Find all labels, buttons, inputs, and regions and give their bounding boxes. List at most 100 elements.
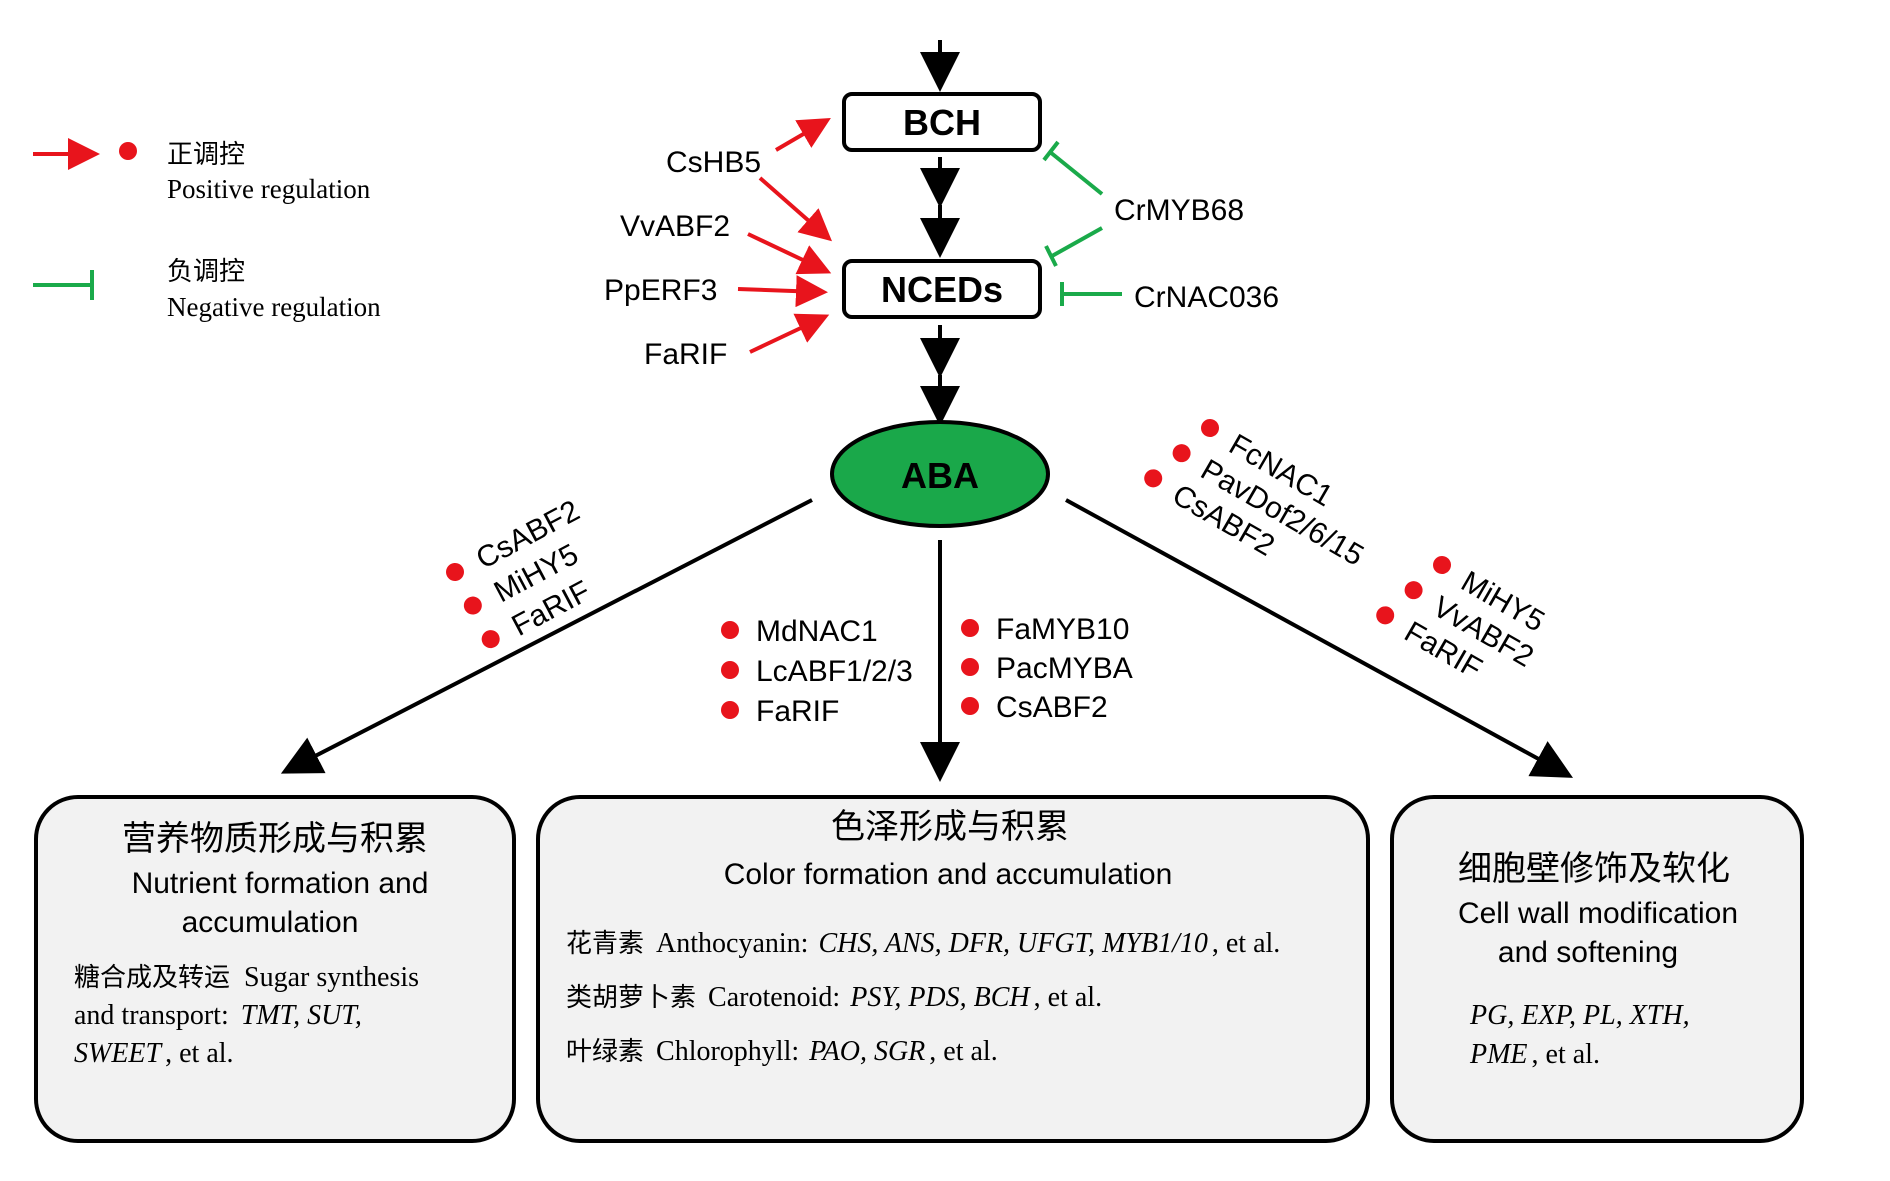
nutrient-box: 营养物质形成与积累 Nutrient formation and accumul… <box>34 795 516 1143</box>
legend-positive-zh: 正调控 <box>167 140 245 170</box>
regulator-cshb5: CsHB5 <box>666 146 761 179</box>
nutrient-line2-en: and transport: <box>74 1000 229 1031</box>
color-row1-genes: CHS, ANS, DFR, UFGT, MYB1/10 <box>818 928 1207 959</box>
nutrient-line-3: SWEET , et al. <box>74 1038 234 1069</box>
branch-mid-left-factors: MdNAC1 LcABF1/2/3 FaRIF <box>721 615 913 728</box>
nutrient-title-zh: 营养物质形成与积累 <box>122 819 428 859</box>
midright-dot-1 <box>961 619 979 637</box>
nutrient-line-2: and transport: TMT, SUT, <box>74 1000 362 1031</box>
arrow-cshb5-bch <box>774 117 831 152</box>
legend-positive-dot <box>119 142 137 160</box>
positive-regulators: CsHB5 VvABF2 PpERF3 FaRIF <box>604 117 833 371</box>
branch-right-factors-a: FcNAC1 PavDof2/6/15 CsABF2 <box>1144 419 1369 573</box>
midleft-factor-1: MdNAC1 <box>756 615 878 648</box>
nutrient-line1-en: Sugar synthesis <box>244 962 419 993</box>
color-box-frame <box>536 795 1370 1143</box>
inhibit-crmyb68-nceds-bar <box>1044 245 1058 267</box>
righta-dot-2 <box>1172 444 1191 463</box>
righta-dot-1 <box>1201 419 1219 437</box>
cellwall-box-frame <box>1390 795 1804 1143</box>
color-row2-genes: PSY, PDS, BCH <box>849 982 1031 1013</box>
color-row3-en: Chlorophyll: <box>656 1036 799 1067</box>
midright-dot-2 <box>961 658 979 676</box>
arrow-pperf3-nceds <box>737 275 828 308</box>
legend-negative-zh: 负调控 <box>167 257 245 287</box>
branch-right-arrow <box>1065 498 1574 778</box>
midright-factor-1: FaMYB10 <box>996 613 1129 646</box>
bch-label: BCH <box>903 102 981 143</box>
color-row3-genes: PAO, SGR <box>808 1036 925 1067</box>
color-row-3: 叶绿素 Chlorophyll: PAO, SGR , et al. <box>566 1036 998 1067</box>
color-row2-tail: , et al. <box>1034 982 1102 1013</box>
nutrient-line2-genes: TMT, SUT, <box>241 1000 362 1031</box>
rightb-dot-2 <box>1404 581 1423 600</box>
inhibit-crmyb68-nceds <box>1051 226 1103 258</box>
color-row2-zh: 类胡萝卜素 <box>566 983 696 1013</box>
nutrient-title-en-1: Nutrient formation and <box>132 867 429 900</box>
arrow-vvabf2-nceds <box>747 232 832 275</box>
branch-left-arrow <box>280 498 813 774</box>
left-dot-1 <box>446 563 464 581</box>
nutrient-box-frame <box>34 795 516 1143</box>
nutrient-line-1: 糖合成及转运 Sugar synthesis <box>74 962 419 993</box>
arrow-farif-nceds <box>749 313 830 354</box>
legend-negative-en: Negative regulation <box>167 292 381 322</box>
aba-branches <box>280 498 1574 782</box>
cellwall-genes-1: PG, EXP, PL, XTH, <box>1469 1000 1690 1031</box>
midright-factor-3: CsABF2 <box>996 691 1108 724</box>
color-row1-en: Anthocyanin: <box>656 928 808 959</box>
color-row-2: 类胡萝卜素 Carotenoid: PSY, PDS, BCH , et al. <box>566 982 1102 1013</box>
inhibit-crmyb68-bch <box>1048 150 1104 196</box>
color-box: 色泽形成与积累 Color formation and accumulation… <box>536 795 1370 1143</box>
righta-dot-3 <box>1144 469 1163 488</box>
branch-left-factors: CsABF2 MiHY5 FaRIF <box>446 494 596 649</box>
legend-positive-en: Positive regulation <box>167 174 371 204</box>
nutrient-line1-zh: 糖合成及转运 <box>74 963 230 993</box>
negative-regulators: CrMYB68 CrNAC036 <box>1042 140 1279 314</box>
midleft-factor-2: LcABF1/2/3 <box>756 655 913 688</box>
rightb-dot-1 <box>1433 556 1451 574</box>
arrow-cshb5-nceds <box>758 176 833 242</box>
aba-label: ABA <box>901 455 979 496</box>
nutrient-line3-tail: , et al. <box>165 1038 233 1069</box>
midleft-dot-3 <box>721 701 739 719</box>
color-title-en: Color formation and accumulation <box>724 858 1173 891</box>
regulator-crmyb68: CrMYB68 <box>1114 194 1244 227</box>
midleft-factor-3: FaRIF <box>756 695 839 728</box>
regulator-farif: FaRIF <box>644 338 727 371</box>
inhibit-crmyb68-bch-bar <box>1042 140 1060 162</box>
cellwall-genes-tail: , et al. <box>1532 1039 1600 1070</box>
nceds-box <box>842 259 1042 319</box>
cellwall-genes-2-italic: PME <box>1469 1039 1528 1070</box>
cellwall-box: 细胞壁修饰及软化 Cell wall modification and soft… <box>1390 795 1804 1143</box>
legend: 正调控 Positive regulation 负调控 Negative reg… <box>33 138 381 322</box>
color-row3-zh: 叶绿素 <box>566 1037 644 1067</box>
cellwall-title-zh: 细胞壁修饰及软化 <box>1458 849 1730 889</box>
color-row3-tail: , et al. <box>929 1036 997 1067</box>
bch-box <box>842 92 1042 152</box>
color-row1-zh: 花青素 <box>566 929 644 959</box>
nutrient-line3-genes: SWEET <box>74 1038 164 1069</box>
nutrient-title-en-2: accumulation <box>182 906 359 939</box>
regulator-pperf3: PpERF3 <box>604 274 717 307</box>
regulator-crnac036: CrNAC036 <box>1134 281 1279 314</box>
color-title-zh: 色泽形成与积累 <box>831 807 1069 847</box>
cellwall-genes-2: PME , et al. <box>1469 1039 1600 1070</box>
color-row2-en: Carotenoid: <box>708 982 840 1013</box>
cellwall-title-en-2: and softening <box>1498 936 1678 969</box>
cellwall-title-en-1: Cell wall modification <box>1458 897 1738 930</box>
midright-factor-2: PacMYBA <box>996 652 1133 685</box>
pathway: BCH NCEDs ABA <box>830 40 1050 528</box>
midright-dot-3 <box>961 697 979 715</box>
aba-ellipse <box>830 420 1050 528</box>
rightb-dot-3 <box>1376 606 1395 625</box>
left-dot-3 <box>481 630 500 649</box>
color-row-1: 花青素 Anthocyanin: CHS, ANS, DFR, UFGT, MY… <box>566 928 1280 959</box>
branch-mid-right-factors: FaMYB10 PacMYBA CsABF2 <box>961 613 1133 724</box>
regulator-vvabf2: VvABF2 <box>620 210 730 243</box>
midleft-dot-2 <box>721 661 739 679</box>
left-dot-2 <box>463 596 482 615</box>
midleft-dot-1 <box>721 621 739 639</box>
nceds-label: NCEDs <box>881 269 1003 310</box>
